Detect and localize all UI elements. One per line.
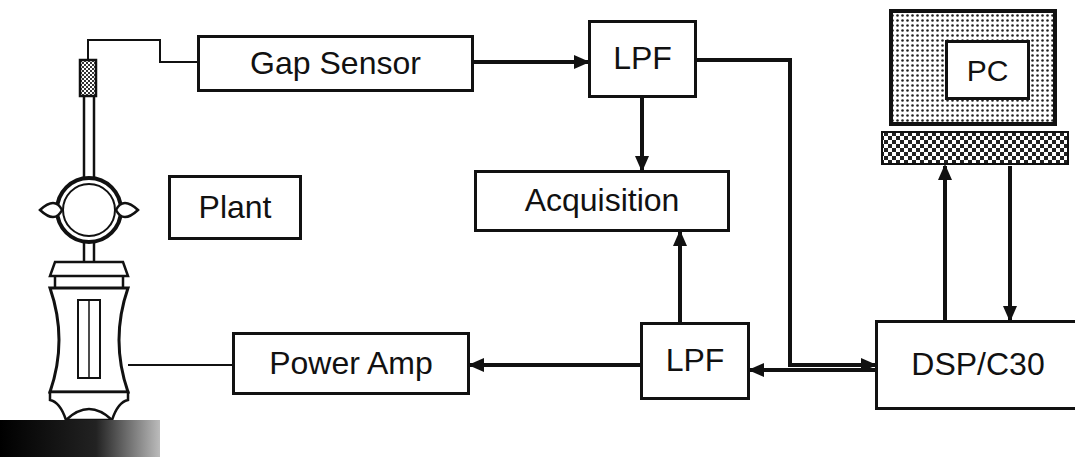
process-box: Gap Sensor xyxy=(197,35,474,92)
plant-box: Plant xyxy=(168,175,302,240)
box-label: Gap Sensor xyxy=(244,46,427,81)
signal-arrow xyxy=(470,363,640,367)
signal-arrow xyxy=(678,232,682,322)
signal-arrow xyxy=(750,368,875,372)
processor-box: DSP/C30 xyxy=(875,320,1075,410)
filter-box: LPF xyxy=(588,20,697,98)
process-box: Acquisition xyxy=(474,170,730,232)
box-label: PC xyxy=(965,54,1011,87)
box-label: Power Amp xyxy=(263,346,439,381)
box-label: Acquisition xyxy=(519,183,686,218)
box-label: LPF xyxy=(660,343,731,378)
signal-arrow xyxy=(474,60,588,64)
filter-box: LPF xyxy=(640,322,750,400)
plant-structure xyxy=(0,60,232,457)
box-label: DSP/C30 xyxy=(905,347,1050,382)
monitor-screen: PC xyxy=(945,40,1030,100)
signal-arrow xyxy=(943,166,947,320)
sensor-wire xyxy=(88,40,197,62)
computer-icon: PC xyxy=(880,8,1070,166)
amplifier-box: Power Amp xyxy=(232,332,470,395)
box-label: Plant xyxy=(193,190,278,225)
box-label: LPF xyxy=(607,41,678,76)
signal-arrow xyxy=(640,98,644,170)
signal-arrow xyxy=(1008,166,1012,320)
